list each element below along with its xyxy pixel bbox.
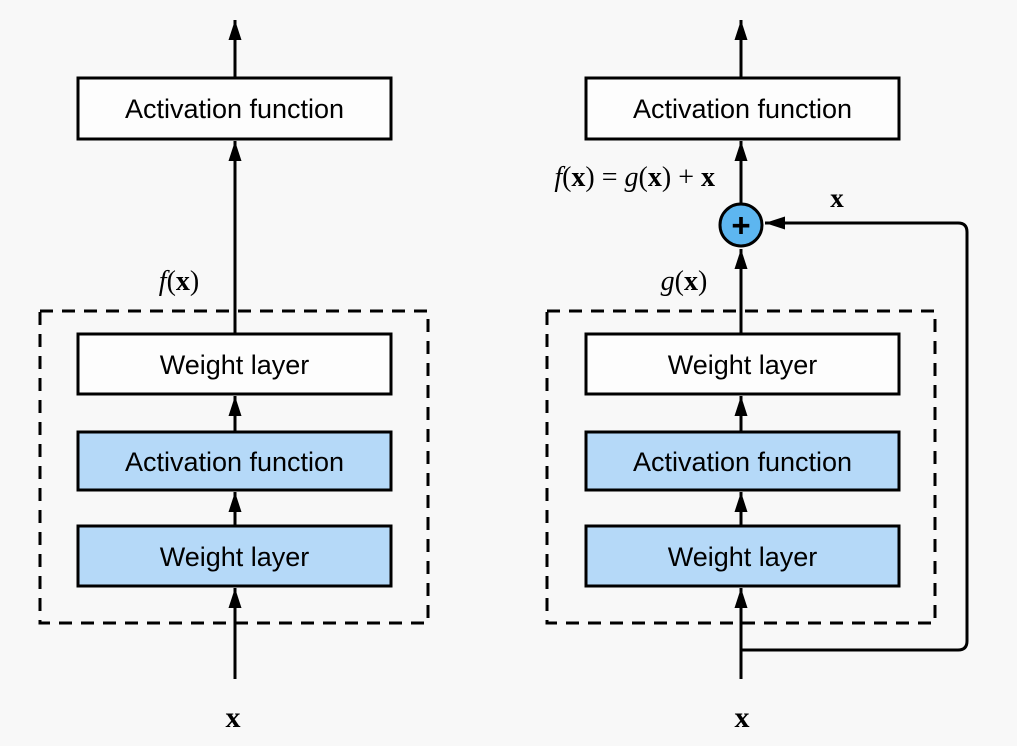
right-weight-layer-bottom-box xyxy=(584,524,901,588)
plus-icon: + xyxy=(731,207,750,244)
right-weight-layer-bottom-label: Weight layer xyxy=(668,542,818,572)
skip-connection-path xyxy=(741,216,969,652)
left-inner-activation-label: Activation function xyxy=(125,447,344,477)
left-weight-layer-top-box xyxy=(76,332,393,396)
right-input-label: x xyxy=(735,701,750,734)
left-top-activation-label: Activation function xyxy=(125,94,344,124)
left-block-dashed-boundary xyxy=(38,309,430,625)
left-inner-activation-box xyxy=(76,430,393,492)
right-weight-layer-top-label: Weight layer xyxy=(668,350,818,380)
right-inner-activation-box xyxy=(584,430,901,492)
right-inner-activation-label: Activation function xyxy=(633,447,852,477)
left-top-activation-box xyxy=(76,76,393,141)
residual-equation-label: f(x) = g(x) + x xyxy=(554,162,715,193)
right-function-label: g(x) xyxy=(661,266,708,297)
right-top-activation-box xyxy=(584,76,901,141)
left-weight-layer-bottom-box xyxy=(76,524,393,588)
left-weight-layer-bottom-label: Weight layer xyxy=(160,542,310,572)
right-block-dashed-boundary xyxy=(545,309,937,625)
plain-block-diagram: Activation function f(x) Weight layer Ac… xyxy=(38,20,430,734)
residual-block-diagram: Activation function f(x) = g(x) + x + x … xyxy=(545,20,969,734)
right-top-activation-label: Activation function xyxy=(633,94,852,124)
sum-node-circle xyxy=(718,202,764,248)
left-input-label: x xyxy=(226,701,241,734)
left-function-label: f(x) xyxy=(159,266,199,297)
skip-connection-label: x xyxy=(830,183,844,213)
right-weight-layer-top-box xyxy=(584,332,901,396)
left-weight-layer-top-label: Weight layer xyxy=(160,350,310,380)
